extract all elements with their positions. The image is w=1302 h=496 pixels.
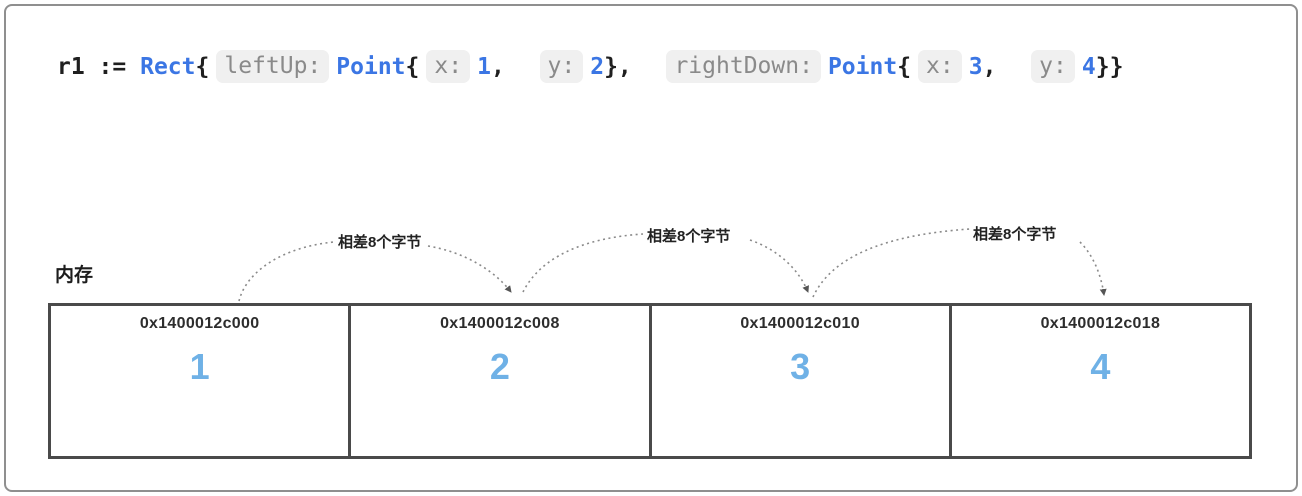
- code-token-plain: ,: [982, 53, 1025, 80]
- code-token-number: 4: [1081, 53, 1096, 80]
- memory-address: 0x1400012c000: [139, 315, 260, 332]
- code-token-plain: {: [195, 53, 210, 80]
- code-token-plain: ,: [490, 53, 533, 80]
- code-token-type: Rect: [140, 53, 196, 80]
- code-token-type: Point: [336, 53, 406, 80]
- memory-address: 0x1400012c008: [440, 315, 560, 332]
- code-token-chip: y:: [539, 50, 584, 83]
- memory-cell: 0x1400012c000 1: [51, 306, 352, 456]
- code-token-plain: }}: [1095, 53, 1124, 80]
- memory-cell: 0x1400012c018 4: [952, 306, 1249, 456]
- memory-value: 3: [790, 346, 811, 387]
- code-token-number: 2: [590, 53, 605, 80]
- byte-gap-label: 相差8个字节: [647, 228, 731, 245]
- code-token-type: Point: [827, 53, 898, 80]
- code-token-plain: r1 :=: [57, 53, 141, 80]
- memory-value: 4: [1090, 346, 1111, 387]
- code-token-chip: rightDown:: [666, 50, 821, 83]
- memory-table: 0x1400012c000 1 0x1400012c008 2 0x140001…: [48, 303, 1252, 459]
- memory-address: 0x1400012c018: [1040, 315, 1161, 332]
- code-token-number: 3: [968, 53, 983, 80]
- code-token-chip: leftUp:: [216, 50, 330, 83]
- memory-cell: 0x1400012c008 2: [351, 306, 652, 456]
- memory-value: 1: [189, 346, 210, 387]
- memory-section-label: 内存: [55, 265, 94, 286]
- code-token-plain: {: [897, 53, 912, 80]
- memory-value: 2: [489, 346, 510, 387]
- code-token-chip: x:: [918, 50, 962, 83]
- code-line: r1 := Rect{leftUp:Point{x:1, y:2}, right…: [57, 50, 1123, 83]
- byte-gap-label: 相差8个字节: [338, 234, 422, 251]
- code-token-plain: {: [405, 53, 420, 80]
- code-token-chip: y:: [1031, 50, 1075, 83]
- memory-address: 0x1400012c010: [740, 315, 860, 332]
- memory-cell: 0x1400012c010 3: [652, 306, 952, 456]
- byte-gap-label: 相差8个字节: [973, 226, 1057, 243]
- code-token-chip: x:: [426, 50, 471, 83]
- code-token-number: 1: [477, 53, 491, 80]
- code-token-plain: },: [604, 53, 660, 80]
